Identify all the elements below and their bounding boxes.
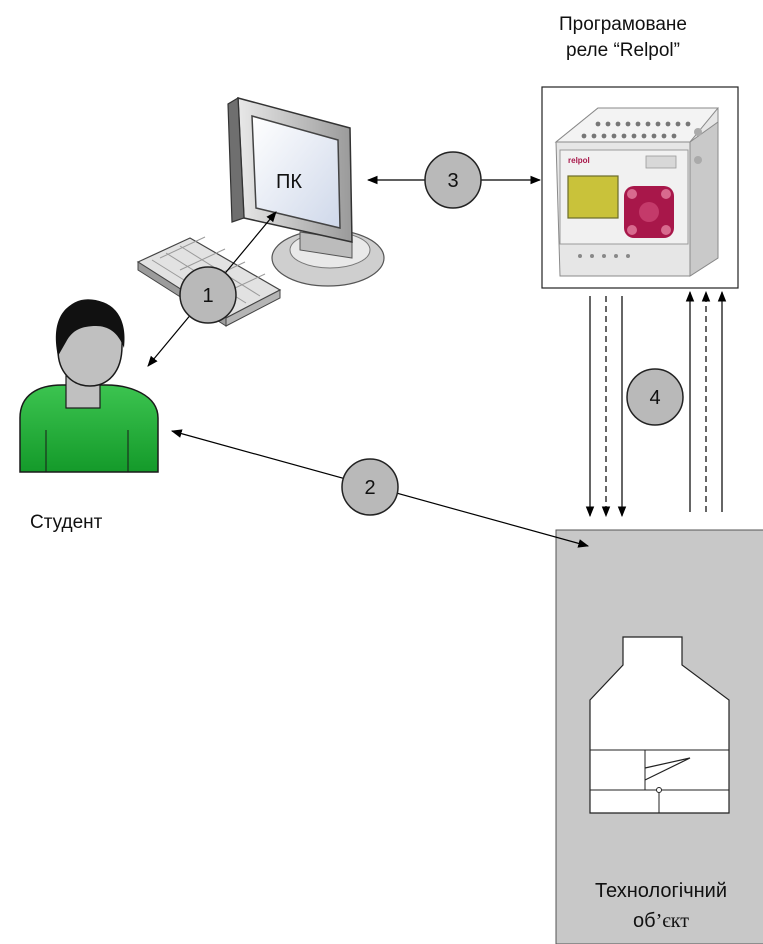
- tech-object: [555, 529, 763, 944]
- svg-text:2: 2: [364, 477, 375, 499]
- pc-computer: [136, 96, 385, 327]
- tech-object-label: Технологічний об’єкт: [556, 876, 763, 936]
- badge-1: 1: [179, 266, 237, 324]
- student-icon: [19, 299, 159, 473]
- relay-title: Програмоване реле “Relpol”: [508, 12, 738, 64]
- svg-text:3: 3: [447, 170, 458, 192]
- svg-text:4: 4: [649, 387, 660, 409]
- relay-keypad: [624, 186, 674, 238]
- connection-4-inputs: [685, 290, 727, 512]
- bottle-shape: [589, 636, 730, 814]
- pc-label: ПК: [276, 171, 302, 193]
- tech-object-label-line2: об’єкт: [632, 910, 689, 932]
- relay-device: relpol: [541, 86, 739, 289]
- relay-title-line1: Програмоване: [559, 14, 687, 35]
- badge-2: 2: [341, 458, 399, 516]
- svg-text:1: 1: [202, 285, 213, 307]
- relay-screen: [567, 175, 619, 219]
- heater-icon: [590, 749, 729, 813]
- tech-object-label-line1: Технологічний: [594, 880, 728, 902]
- badge-3: 3: [424, 151, 482, 209]
- connection-4-outputs: [585, 296, 627, 518]
- badge-4: 4: [626, 368, 684, 426]
- pc-screen: [251, 114, 341, 229]
- relay-title-line2: реле “Relpol”: [566, 40, 680, 61]
- student-label: Студент: [30, 512, 103, 533]
- relay-brand: relpol: [568, 156, 590, 165]
